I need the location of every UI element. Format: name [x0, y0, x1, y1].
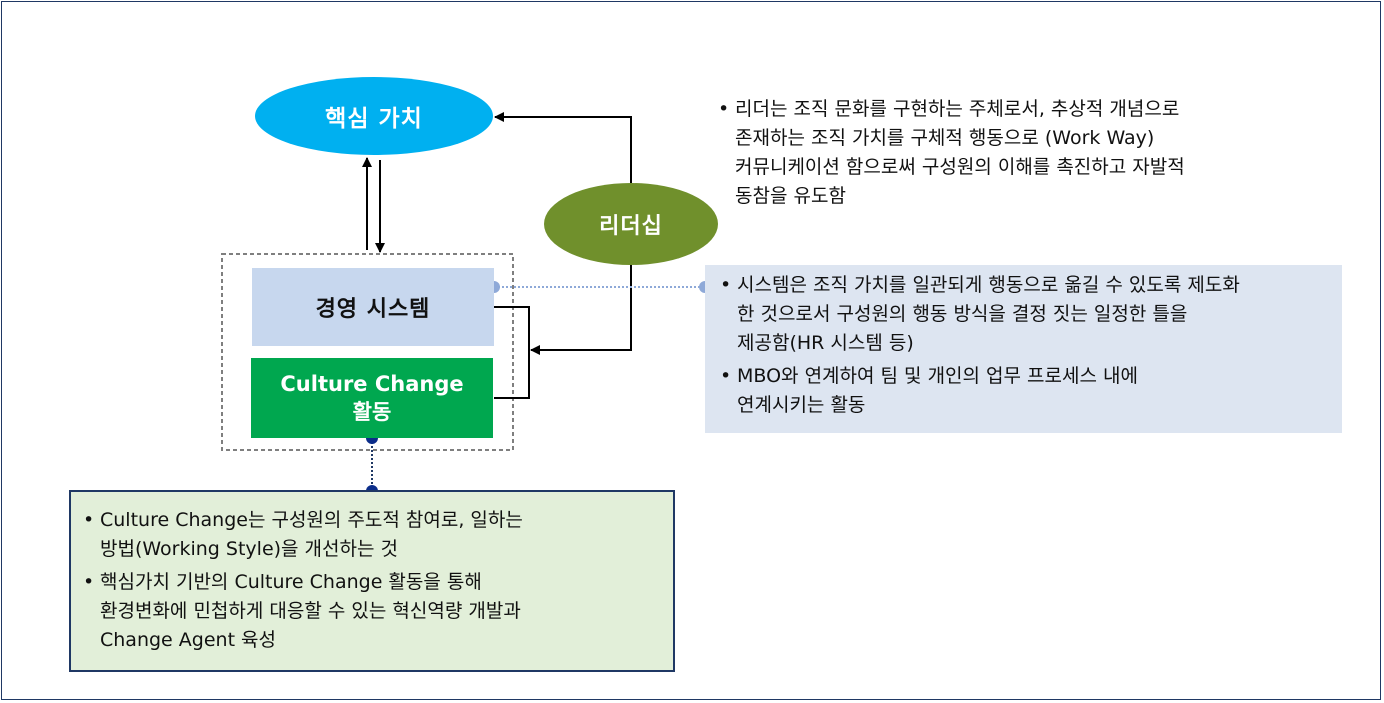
system-note: 시스템은 조직 가치를 일관되게 행동으로 옮길 수 있도록 제도화 한 것으로… — [705, 265, 1342, 433]
note-bullet: 리더는 조직 문화를 구현하는 주체로서, 추상적 개념으로 존재하는 조직 가… — [718, 95, 1338, 211]
arrow-leadership-to-core — [494, 112, 632, 183]
culture-change-box: Culture Change 활동 — [251, 358, 493, 438]
leadership-note: 리더는 조직 문화를 구현하는 주체로서, 추상적 개념으로 존재하는 조직 가… — [718, 95, 1338, 215]
dashed-container — [221, 253, 514, 451]
management-system-label: 경영 시스템 — [315, 297, 431, 322]
system-bracket — [494, 306, 530, 399]
management-system-box: 경영 시스템 — [252, 268, 494, 346]
leadership-label: 리더십 — [599, 214, 663, 239]
culture-change-label-line1: Culture Change — [280, 372, 464, 396]
culture-change-note: Culture Change는 구성원의 주도적 참여로, 일하는 방법(Wor… — [69, 490, 675, 672]
core-value-label: 핵심 가치 — [325, 106, 423, 132]
note-bullet: 핵심가치 기반의 Culture Change 활동을 통해 환경변화에 민첩하… — [83, 568, 673, 655]
culture-change-label-line2: 활동 — [352, 400, 392, 424]
core-value-ellipse — [255, 77, 493, 155]
note-bullet: MBO와 연계하여 팀 및 개인의 업무 프로세스 내에 연계시키는 활동 — [720, 362, 1342, 420]
note-bullet: Culture Change는 구성원의 주도적 참여로, 일하는 방법(Wor… — [83, 506, 673, 564]
arrow-leadership-to-system — [530, 265, 632, 355]
note-bullet: 시스템은 조직 가치를 일관되게 행동으로 옮길 수 있도록 제도화 한 것으로… — [720, 271, 1342, 358]
leadership-ellipse — [544, 183, 718, 265]
